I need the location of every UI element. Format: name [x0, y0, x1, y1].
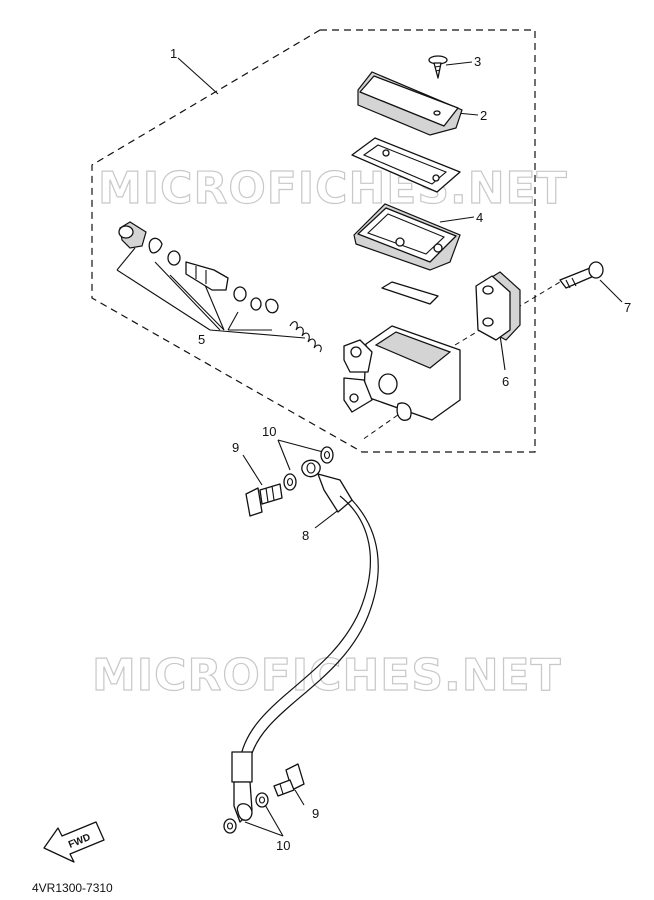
upper-union-bolt [245, 483, 283, 517]
callout-7: 7 [624, 300, 631, 315]
leader-lines [116, 57, 623, 837]
diaphragm-plate [351, 137, 461, 193]
cap-screw [428, 55, 448, 79]
diaphragm [353, 203, 461, 271]
diagram-code: 4VR1300-7310 [32, 881, 113, 895]
callout-9-lower: 9 [312, 806, 319, 821]
callout-1: 1 [170, 46, 177, 61]
upper-washers [283, 446, 334, 491]
master-cylinder-body [343, 325, 461, 421]
callout-8: 8 [302, 528, 309, 543]
watermark-top: MICROFICHES.NET [98, 163, 568, 214]
alignment-line-bolt [454, 281, 561, 346]
assembly-outline [91, 29, 536, 453]
callout-9-upper: 9 [232, 440, 239, 455]
callout-10-lower: 10 [276, 838, 290, 853]
callout-2: 2 [480, 108, 487, 123]
callout-3: 3 [474, 54, 481, 69]
lower-union-bolt [273, 763, 305, 797]
callout-10-upper: 10 [262, 424, 276, 439]
master-cylinder-holder [475, 271, 521, 341]
reservoir-cap [357, 71, 463, 136]
piston-kit [118, 221, 322, 353]
lower-washers [223, 792, 269, 834]
fwd-arrow: FWD [43, 821, 105, 863]
callout-5: 5 [198, 332, 205, 347]
brake-hose [231, 459, 379, 823]
diaphragm-protector [381, 281, 439, 305]
callout-4: 4 [476, 210, 483, 225]
holder-bolt [559, 261, 604, 289]
callout-6: 6 [502, 374, 509, 389]
